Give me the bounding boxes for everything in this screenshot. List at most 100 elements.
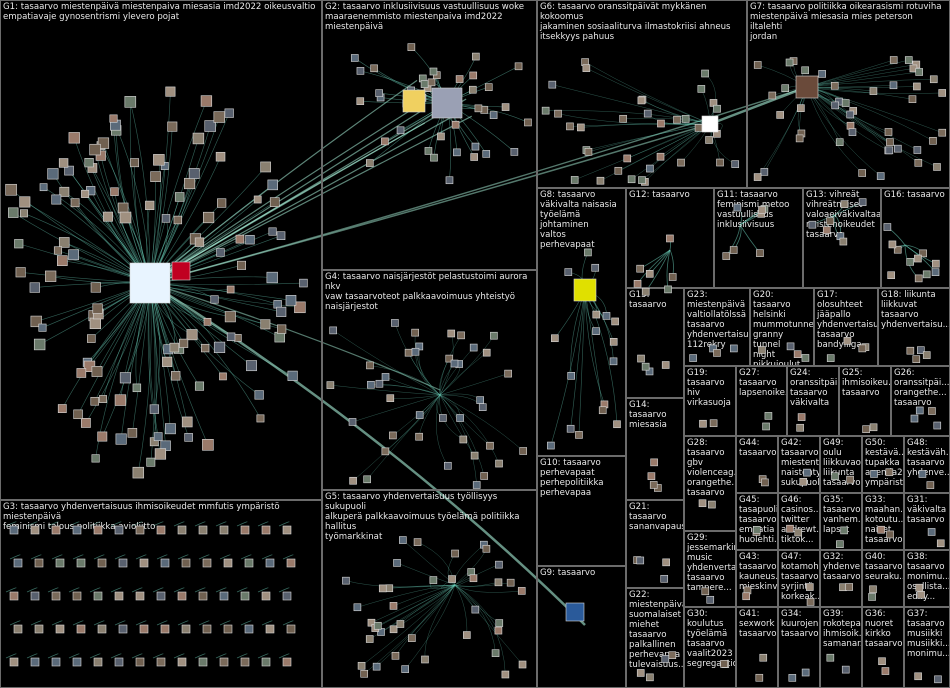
account-node[interactable] <box>73 526 81 534</box>
account-node[interactable] <box>382 373 389 380</box>
account-node[interactable] <box>20 197 30 207</box>
hub-node-g8[interactable] <box>574 279 596 301</box>
account-node[interactable] <box>699 500 706 507</box>
account-node[interactable] <box>199 526 207 534</box>
hub-node-g1-secondary[interactable] <box>172 262 190 280</box>
account-node[interactable] <box>669 652 676 659</box>
account-node[interactable] <box>886 139 893 146</box>
account-node[interactable] <box>150 405 159 414</box>
account-node[interactable] <box>52 658 60 666</box>
account-node[interactable] <box>217 199 226 208</box>
account-node[interactable] <box>56 625 64 633</box>
account-node[interactable] <box>878 526 885 533</box>
account-node[interactable] <box>832 102 839 109</box>
account-node[interactable] <box>408 44 415 51</box>
account-node[interactable] <box>472 53 479 60</box>
account-node[interactable] <box>483 545 490 552</box>
account-node[interactable] <box>14 559 22 567</box>
account-node[interactable] <box>119 625 127 633</box>
account-node[interactable] <box>366 636 373 643</box>
account-node[interactable] <box>486 442 493 449</box>
account-node[interactable] <box>287 625 295 633</box>
account-node[interactable] <box>162 214 170 222</box>
account-node[interactable] <box>823 227 830 234</box>
account-node[interactable] <box>157 592 165 600</box>
account-node[interactable] <box>934 422 941 429</box>
account-node[interactable] <box>161 625 169 633</box>
account-node[interactable] <box>933 163 940 170</box>
account-node[interactable] <box>797 105 804 112</box>
account-node[interactable] <box>597 177 604 184</box>
account-node[interactable] <box>477 397 484 404</box>
account-node[interactable] <box>120 212 131 223</box>
account-node[interactable] <box>74 410 83 419</box>
account-node[interactable] <box>907 347 914 354</box>
account-node[interactable] <box>387 395 394 402</box>
account-node[interactable] <box>471 452 478 459</box>
account-node[interactable] <box>69 132 80 143</box>
account-node[interactable] <box>300 279 308 287</box>
account-node[interactable] <box>870 88 877 95</box>
account-node[interactable] <box>237 261 245 269</box>
account-node[interactable] <box>373 663 380 670</box>
account-node[interactable] <box>178 526 186 534</box>
account-node[interactable] <box>507 579 514 586</box>
account-node[interactable] <box>54 247 61 254</box>
account-node[interactable] <box>199 658 207 666</box>
account-node[interactable] <box>665 286 672 293</box>
account-node[interactable] <box>730 345 737 352</box>
account-node[interactable] <box>161 559 169 567</box>
account-node[interactable] <box>732 161 739 168</box>
account-node[interactable] <box>457 414 464 421</box>
account-node[interactable] <box>397 620 404 627</box>
account-node[interactable] <box>863 426 870 433</box>
account-node[interactable] <box>928 528 935 535</box>
account-node[interactable] <box>577 124 584 131</box>
account-node[interactable] <box>182 417 192 427</box>
account-node[interactable] <box>496 620 503 627</box>
account-node[interactable] <box>376 380 383 387</box>
account-node[interactable] <box>225 109 234 118</box>
account-node[interactable] <box>638 355 645 362</box>
account-node[interactable] <box>327 382 334 389</box>
account-node[interactable] <box>389 432 396 439</box>
account-node[interactable] <box>140 625 148 633</box>
account-node[interactable] <box>266 625 274 633</box>
account-node[interactable] <box>490 332 497 339</box>
account-node[interactable] <box>470 72 477 79</box>
account-node[interactable] <box>915 159 922 166</box>
account-node[interactable] <box>31 592 39 600</box>
account-node[interactable] <box>390 602 397 609</box>
account-node[interactable] <box>91 397 99 405</box>
account-node[interactable] <box>382 448 389 455</box>
account-node[interactable] <box>634 280 641 287</box>
account-node[interactable] <box>45 271 56 282</box>
account-node[interactable] <box>495 561 502 568</box>
account-node[interactable] <box>234 334 241 341</box>
account-node[interactable] <box>836 541 843 548</box>
account-node[interactable] <box>277 307 286 316</box>
account-node[interactable] <box>939 89 946 96</box>
account-node[interactable] <box>449 576 456 583</box>
account-node[interactable] <box>753 526 760 533</box>
account-node[interactable] <box>216 152 225 161</box>
account-node[interactable] <box>437 133 444 140</box>
account-node[interactable] <box>759 207 766 214</box>
account-node[interactable] <box>116 434 126 444</box>
account-node[interactable] <box>802 354 809 361</box>
account-node[interactable] <box>178 658 186 666</box>
account-node[interactable] <box>182 625 190 633</box>
account-node[interactable] <box>90 318 101 329</box>
hub-node-g7[interactable] <box>796 76 818 98</box>
account-node[interactable] <box>31 526 39 534</box>
account-node[interactable] <box>59 237 69 247</box>
account-node[interactable] <box>90 144 101 155</box>
account-node[interactable] <box>257 415 264 422</box>
account-node[interactable] <box>794 351 801 358</box>
account-node[interactable] <box>707 596 714 603</box>
account-node[interactable] <box>847 476 854 483</box>
account-node[interactable] <box>628 176 635 183</box>
account-node[interactable] <box>666 235 673 242</box>
account-node[interactable] <box>519 661 526 668</box>
account-node[interactable] <box>220 526 228 534</box>
